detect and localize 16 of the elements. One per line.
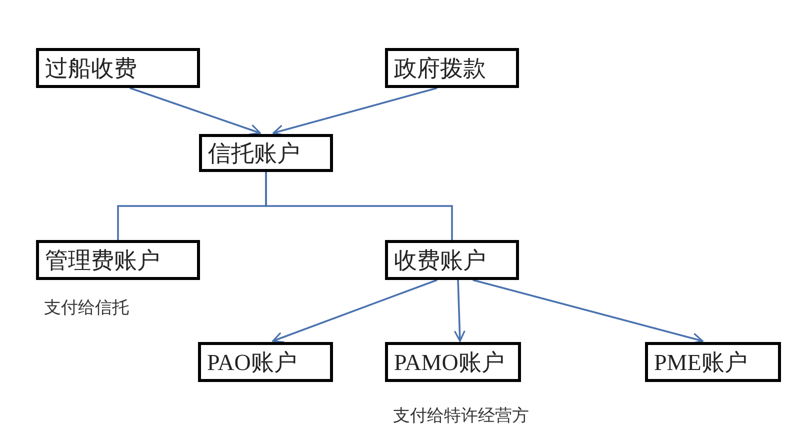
account-box: 管理费账户 [36, 240, 200, 280]
arrow [472, 279, 704, 344]
note-text: 支付给信托 [44, 297, 129, 319]
account-box: 政府拨款 [385, 48, 519, 88]
arrow [272, 87, 438, 136]
connector-line [265, 172, 453, 240]
arrow [130, 87, 261, 136]
arrow [454, 280, 466, 342]
account-box: PAO账户 [198, 342, 333, 382]
account-box: PME账户 [645, 342, 781, 382]
account-box: 过船收费 [36, 48, 200, 88]
account-box: 收费账户 [385, 240, 519, 280]
arrow [272, 279, 438, 343]
note-text: 支付给特许经营方 [393, 405, 529, 427]
account-box: PAMO账户 [385, 342, 521, 382]
account-box: 信托账户 [199, 134, 333, 172]
